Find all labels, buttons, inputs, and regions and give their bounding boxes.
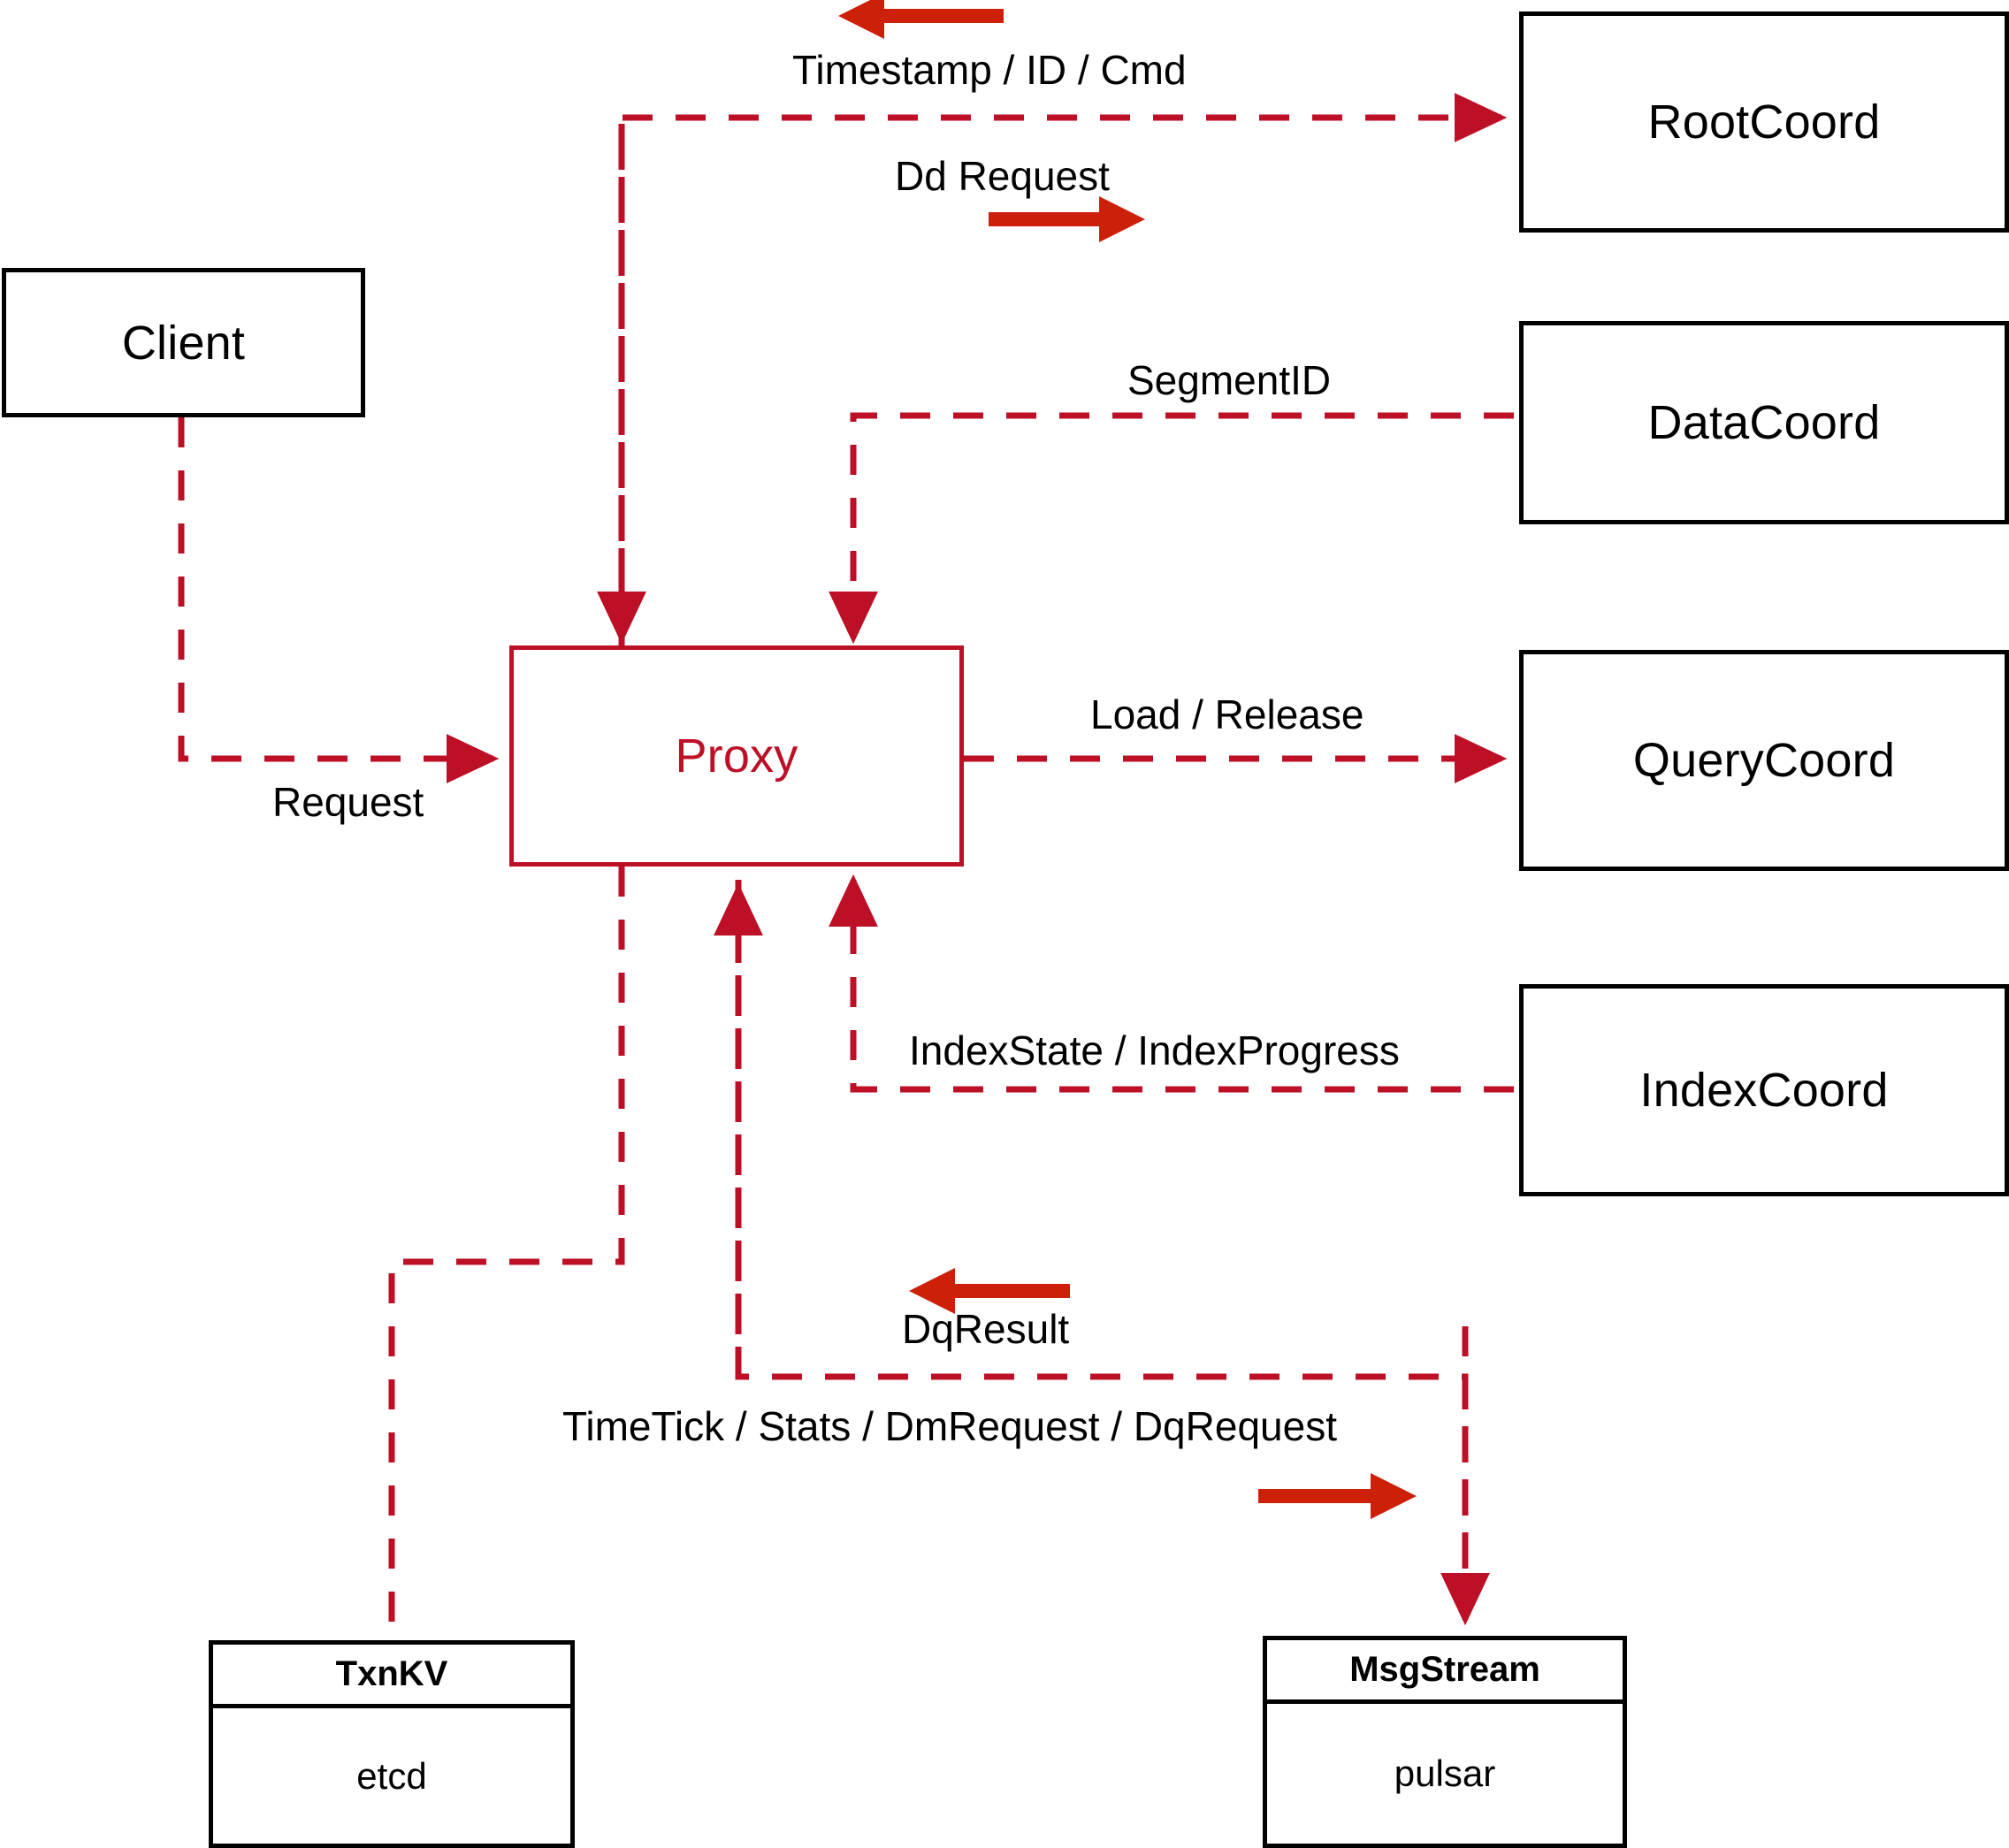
node-rootcoord[interactable]: RootCoord bbox=[1519, 11, 2009, 233]
edge-proxy-to-msgstream bbox=[714, 880, 1490, 1627]
direction-arrow-dqresult bbox=[909, 1268, 1070, 1314]
edge-label-dq-result: DqResult bbox=[902, 1306, 1070, 1352]
node-proxy[interactable]: Proxy bbox=[509, 645, 964, 867]
node-indexcoord-label: IndexCoord bbox=[1639, 1064, 1889, 1117]
edge-indexcoord-to-proxy bbox=[829, 874, 1514, 1093]
node-datacoord-label: DataCoord bbox=[1647, 396, 1881, 449]
direction-arrow-dqrequest bbox=[1258, 1473, 1417, 1519]
node-client[interactable]: Client bbox=[2, 268, 365, 417]
edge-client-to-proxy bbox=[178, 417, 500, 783]
store-msgstream-title: MsgStream bbox=[1267, 1640, 1623, 1704]
store-msgstream-impl: pulsar bbox=[1394, 1753, 1496, 1794]
node-proxy-label: Proxy bbox=[675, 729, 798, 783]
node-querycoord-label: QueryCoord bbox=[1632, 734, 1896, 787]
direction-arrow-ddrequest bbox=[989, 196, 1145, 242]
direction-arrow-timestamp bbox=[838, 0, 1004, 39]
edge-label-index-state-progress: IndexState / IndexProgress bbox=[909, 1027, 1400, 1073]
node-indexcoord[interactable]: IndexCoord bbox=[1519, 984, 2009, 1196]
edge-proxy-rootcoord bbox=[597, 93, 1508, 647]
edge-proxy-to-txnkv bbox=[388, 867, 625, 1643]
edge-datacoord-to-proxy bbox=[829, 412, 1514, 645]
edge-label-timetick-stats-dm-dq: TimeTick / Stats / DmRequest / DqRequest bbox=[562, 1403, 1337, 1449]
node-querycoord[interactable]: QueryCoord bbox=[1519, 650, 2009, 871]
node-rootcoord-label: RootCoord bbox=[1647, 95, 1881, 149]
edge-label-dd-request: Dd Request bbox=[895, 153, 1110, 199]
store-msgstream[interactable]: MsgStream pulsar bbox=[1263, 1636, 1627, 1848]
store-txnkv[interactable]: TxnKV etcd bbox=[209, 1640, 575, 1848]
store-txnkv-impl: etcd bbox=[356, 1754, 427, 1797]
node-datacoord[interactable]: DataCoord bbox=[1519, 321, 2009, 524]
edge-label-load-release: Load / Release bbox=[1090, 691, 1364, 737]
store-txnkv-title: TxnKV bbox=[213, 1645, 570, 1708]
edge-label-timestamp-id-cmd: Timestamp / ID / Cmd bbox=[792, 47, 1187, 93]
edge-label-segment-id: SegmentID bbox=[1127, 357, 1332, 403]
edge-label-request: Request bbox=[272, 779, 424, 825]
node-client-label: Client bbox=[121, 316, 246, 370]
